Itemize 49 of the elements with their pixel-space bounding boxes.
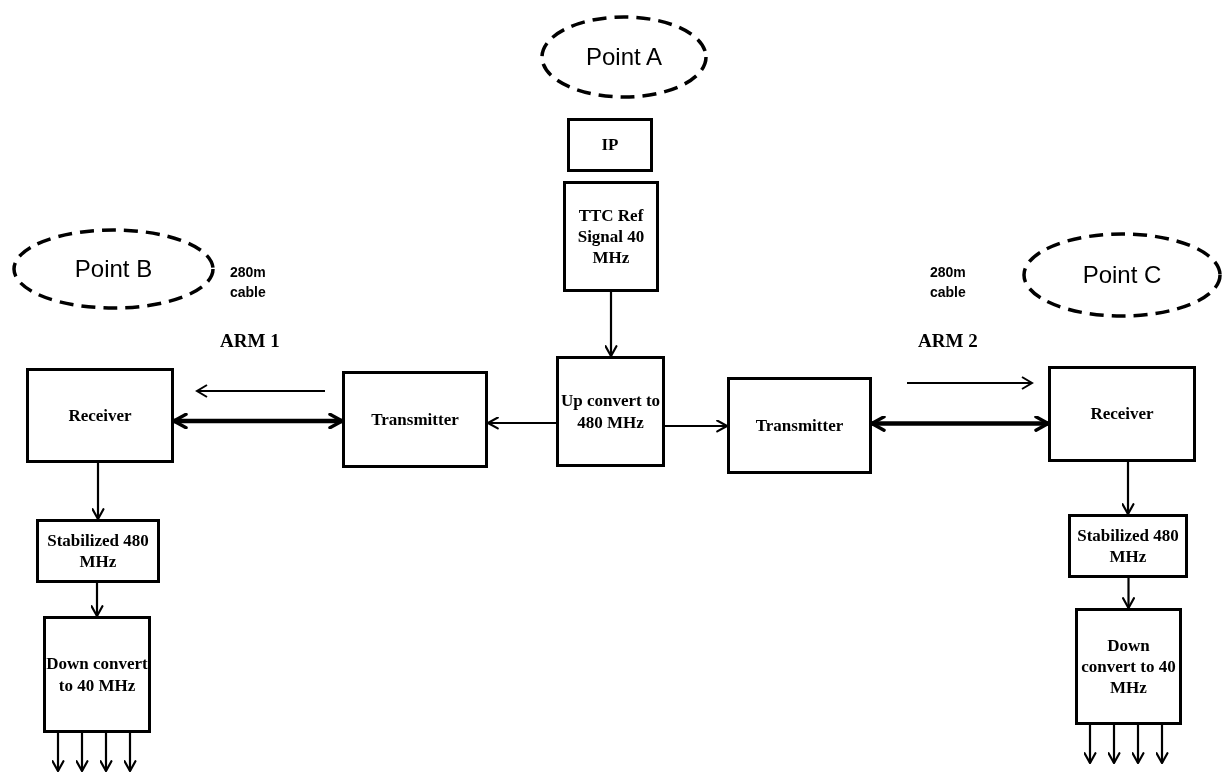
node-label: Point B <box>74 254 153 284</box>
node-label: Stabilized 480 MHz <box>1076 524 1180 568</box>
arrow <box>1083 725 1097 765</box>
arrow <box>75 733 89 773</box>
process-box <box>556 356 665 467</box>
process-box <box>342 371 488 468</box>
node-label: Down convert to 40 MHz <box>46 653 148 696</box>
process-box <box>1048 366 1196 462</box>
process-box <box>567 118 653 172</box>
node-label: Down convert to 40 MHz <box>1080 634 1177 699</box>
arrow <box>1131 725 1145 765</box>
cable-length-note: 280m cable <box>230 263 267 303</box>
process-box <box>43 616 151 733</box>
dashed-ellipse <box>1022 232 1222 318</box>
arrow <box>90 583 104 618</box>
node-label: Up convert to 480 MHz <box>559 390 662 433</box>
node-label: Transmitter <box>755 414 844 437</box>
arm-label: ARM 2 <box>918 330 978 352</box>
node-label: TTC Ref Signal 40 MHz <box>576 204 646 269</box>
arrow <box>1121 462 1135 516</box>
arrow <box>1155 725 1169 765</box>
arrow <box>1107 725 1121 765</box>
cable-length-note: 280m cable <box>930 263 967 303</box>
node-label: IP <box>601 134 619 156</box>
node-label: Point A <box>585 42 663 72</box>
arrow <box>123 733 137 773</box>
arrow <box>91 463 105 521</box>
node-label: Receiver <box>68 404 132 427</box>
process-box <box>563 181 659 292</box>
arrow <box>665 419 729 433</box>
arrow <box>486 416 556 430</box>
arrow <box>51 733 65 773</box>
node-label: Transmitter <box>371 408 459 431</box>
arrow <box>1122 578 1135 610</box>
node-label: Point C <box>1082 260 1162 290</box>
dashed-ellipse <box>540 15 708 99</box>
arm-label: ARM 1 <box>220 330 280 352</box>
process-box <box>727 377 872 474</box>
dashed-ellipse <box>12 228 215 310</box>
bidirectional-arrow <box>172 412 344 430</box>
bidirectional-arrow <box>870 415 1050 432</box>
process-box <box>36 519 160 583</box>
node-label: Stabilized 480 MHz <box>46 529 150 573</box>
arrow <box>604 292 618 358</box>
process-box <box>26 368 174 463</box>
process-box <box>1068 514 1188 578</box>
node-label: Receiver <box>1090 403 1154 425</box>
arrow <box>99 733 113 773</box>
process-box <box>1075 608 1182 725</box>
